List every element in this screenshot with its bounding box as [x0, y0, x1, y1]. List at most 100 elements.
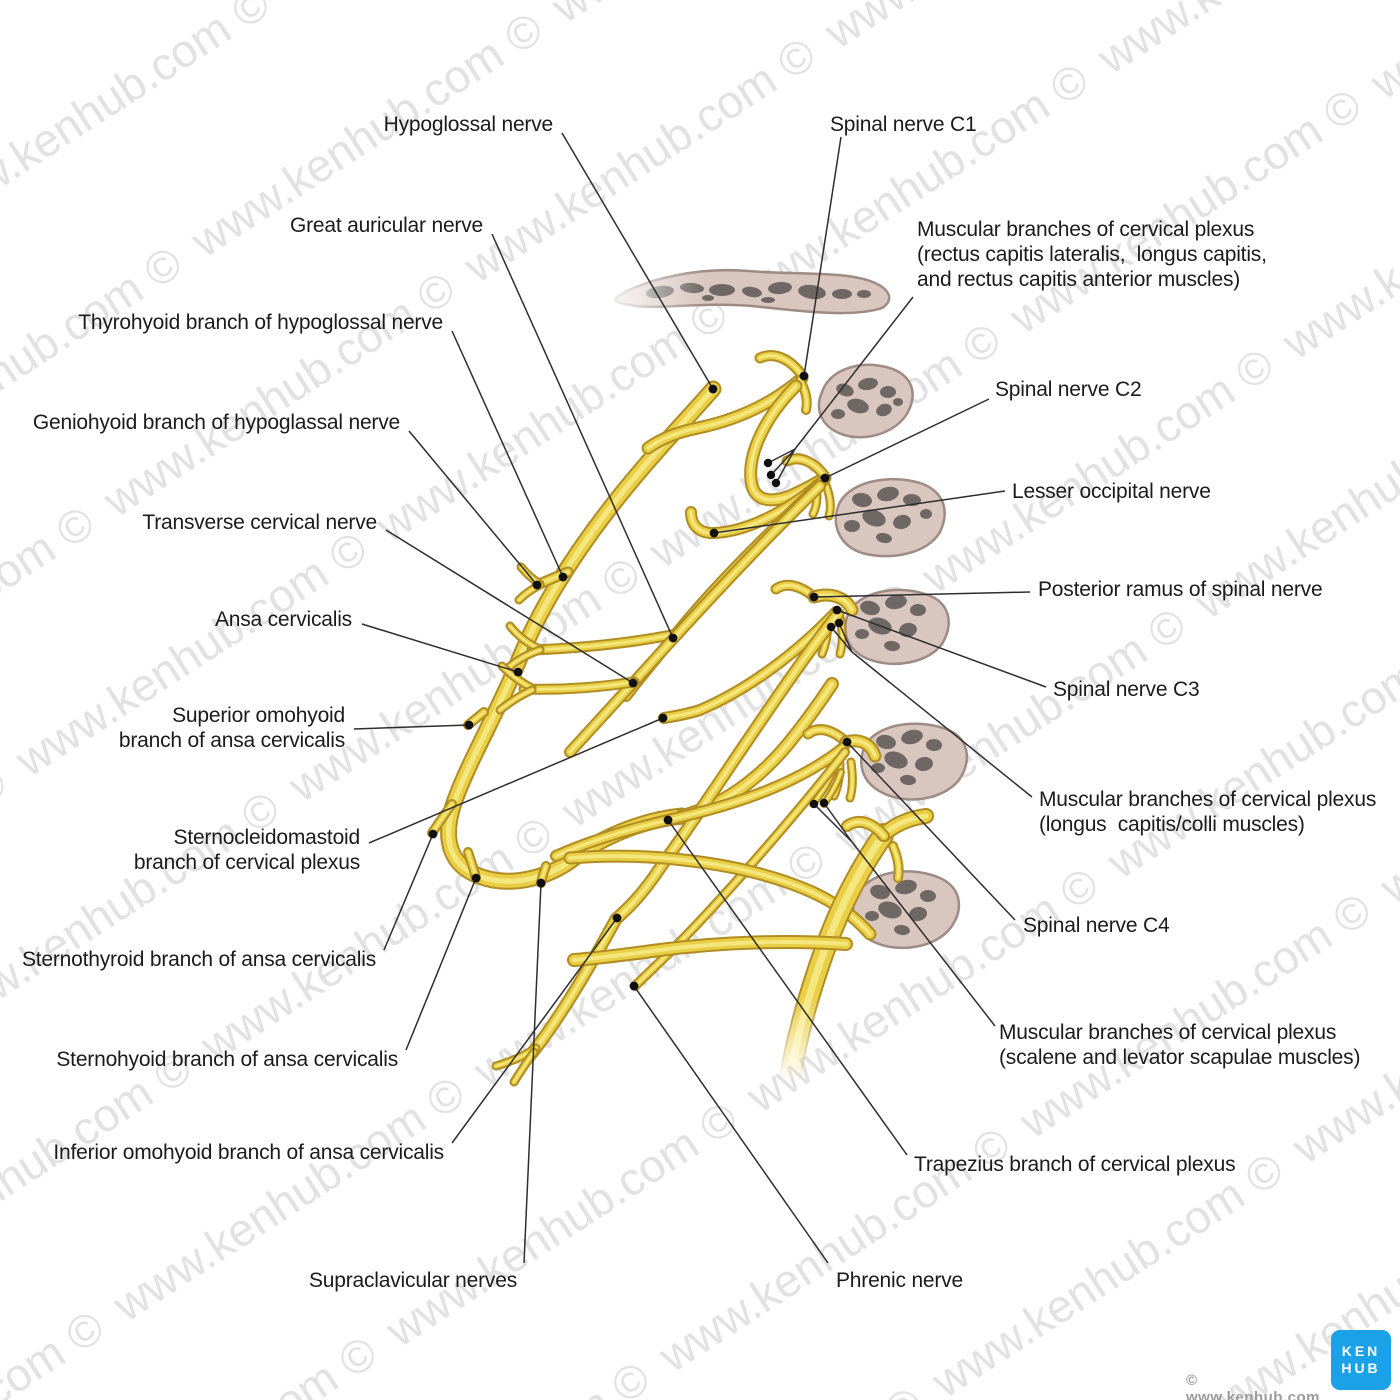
watermark-text: www.kenhub.com ©	[0, 1300, 113, 1400]
leader-line	[451, 330, 564, 578]
leader-dot	[799, 371, 809, 381]
leader-dot	[809, 799, 819, 809]
nerve-path	[567, 935, 853, 967]
label-muscular-branches-longus: Muscular branches of cervical plexus (lo…	[1039, 788, 1377, 836]
label-spinal-nerve-c3: Spinal nerve C3	[1053, 678, 1200, 701]
leader-line	[851, 651, 1033, 798]
leader-line	[523, 882, 542, 1264]
leader-dot	[834, 618, 844, 628]
leader-line-branch	[838, 622, 853, 653]
leader-dot	[532, 580, 542, 590]
nerve-path	[658, 606, 842, 724]
leader-dot	[536, 878, 546, 888]
leader-line	[851, 841, 996, 1027]
leader-dot	[809, 592, 819, 602]
leader-line	[836, 609, 1047, 688]
nerve-path	[845, 757, 857, 803]
label-lesser-occipital-nerve: Lesser occipital nerve	[1012, 480, 1211, 503]
leader-line	[491, 233, 674, 639]
leader-dot	[820, 473, 830, 483]
leader-line	[353, 724, 470, 730]
nerve-path	[526, 628, 682, 656]
leader-dot	[763, 458, 773, 468]
leader-line	[803, 136, 842, 377]
nerve-path	[888, 841, 904, 883]
nerve-path	[495, 685, 537, 715]
leader-dot	[471, 873, 481, 883]
nerve-path	[641, 371, 809, 455]
leader-dot	[513, 667, 523, 677]
label-trapezius-branch: Trapezius branch of cervical plexus	[914, 1153, 1236, 1176]
label-transverse-cervical-nerve: Transverse cervical nerve	[142, 511, 377, 534]
label-geniohyoid-branch: Geniohyoid branch of hypoglassal nerve	[32, 411, 400, 434]
label-spinal-nerve-c2: Spinal nerve C2	[995, 378, 1142, 401]
bone-cross-section	[834, 477, 946, 558]
leader-line	[385, 529, 634, 684]
leader-dot	[832, 605, 842, 615]
leader-line-branch	[830, 626, 853, 653]
label-sternocleidomastoid-branch: Sternocleidomastoid branch of cervical p…	[133, 826, 360, 874]
leader-dot	[668, 633, 678, 643]
label-sternohyoid-branch: Sternohyoid branch of ansa cervicalis	[56, 1048, 398, 1071]
bone-cross-section	[860, 722, 968, 801]
watermark-text: www.kenhub.com ©	[1360, 0, 1400, 110]
leader-line	[368, 717, 664, 844]
label-spinal-nerve-c1: Spinal nerve C1	[830, 113, 977, 136]
leader-dot	[842, 737, 852, 747]
label-thyrohyoid-branch: Thyrohyoid branch of hypoglossal nerve	[78, 311, 443, 334]
leader-line	[713, 490, 1006, 534]
nerve-path	[521, 607, 845, 1065]
leader-line-branch	[823, 802, 853, 843]
leader-dot	[464, 720, 474, 730]
label-hypoglossal-nerve: Hypoglossal nerve	[383, 113, 554, 136]
label-superior-omohyoid-branch: Superior omohyoid branch of ansa cervica…	[118, 704, 345, 752]
nerve-path	[841, 815, 890, 842]
kenhub-logo-text-hub: HUB	[1341, 1360, 1381, 1376]
label-spinal-nerve-c4: Spinal nerve C4	[1023, 914, 1170, 937]
leader-line	[408, 430, 538, 586]
leader-line	[361, 623, 519, 673]
leader-dot	[826, 622, 836, 632]
leader-line	[813, 591, 1031, 598]
leader-dot	[658, 713, 668, 723]
leader-lines-layer	[353, 132, 1047, 1264]
leader-dot	[709, 528, 719, 538]
leader-line-branch	[767, 448, 796, 464]
nerve-path	[550, 742, 849, 862]
leader-dot	[766, 470, 776, 480]
label-ansa-cervicalis: Ansa cervicalis	[214, 608, 352, 631]
nerve-path	[509, 1047, 539, 1087]
bone-cross-section	[613, 268, 891, 315]
nerve-path	[564, 480, 826, 758]
leader-line	[561, 132, 714, 390]
bone-cross-section	[817, 363, 914, 439]
leader-dot	[629, 981, 639, 991]
leader-line	[846, 741, 1016, 921]
nerve-path	[630, 747, 850, 991]
label-supraclavicular-nerves: Supraclavicular nerves	[308, 1269, 517, 1292]
leader-dot	[428, 829, 438, 839]
leader-dot	[558, 572, 568, 582]
label-sternothyroid-branch: Sternothyroid branch of ansa cervicalis	[21, 948, 376, 971]
leader-line	[794, 296, 914, 450]
leader-line	[824, 398, 990, 479]
kenhub-logo: KEN HUB	[1331, 1330, 1391, 1390]
leader-dot	[612, 913, 622, 923]
leader-line-branch	[770, 448, 796, 476]
leader-line-branch	[813, 803, 853, 843]
leader-dot	[708, 384, 718, 394]
leader-line	[667, 819, 908, 1156]
label-great-auricular-nerve: Great auricular nerve	[289, 214, 483, 237]
leader-line	[383, 833, 434, 951]
label-posterior-ramus: Posterior ramus of spinal nerve	[1038, 578, 1323, 601]
copyright-text: © www.kenhub.com	[1186, 1372, 1320, 1400]
leader-dot	[819, 798, 829, 808]
leader-dot	[663, 815, 673, 825]
label-phrenic-nerve: Phrenic nerve	[836, 1269, 963, 1292]
watermark-text: www.kenhub.com ©	[1087, 0, 1400, 84]
nerve-path	[518, 676, 640, 695]
nerve-path	[503, 645, 545, 673]
label-muscular-branches-scalene: Muscular branches of cervical plexus (sc…	[999, 1021, 1361, 1069]
